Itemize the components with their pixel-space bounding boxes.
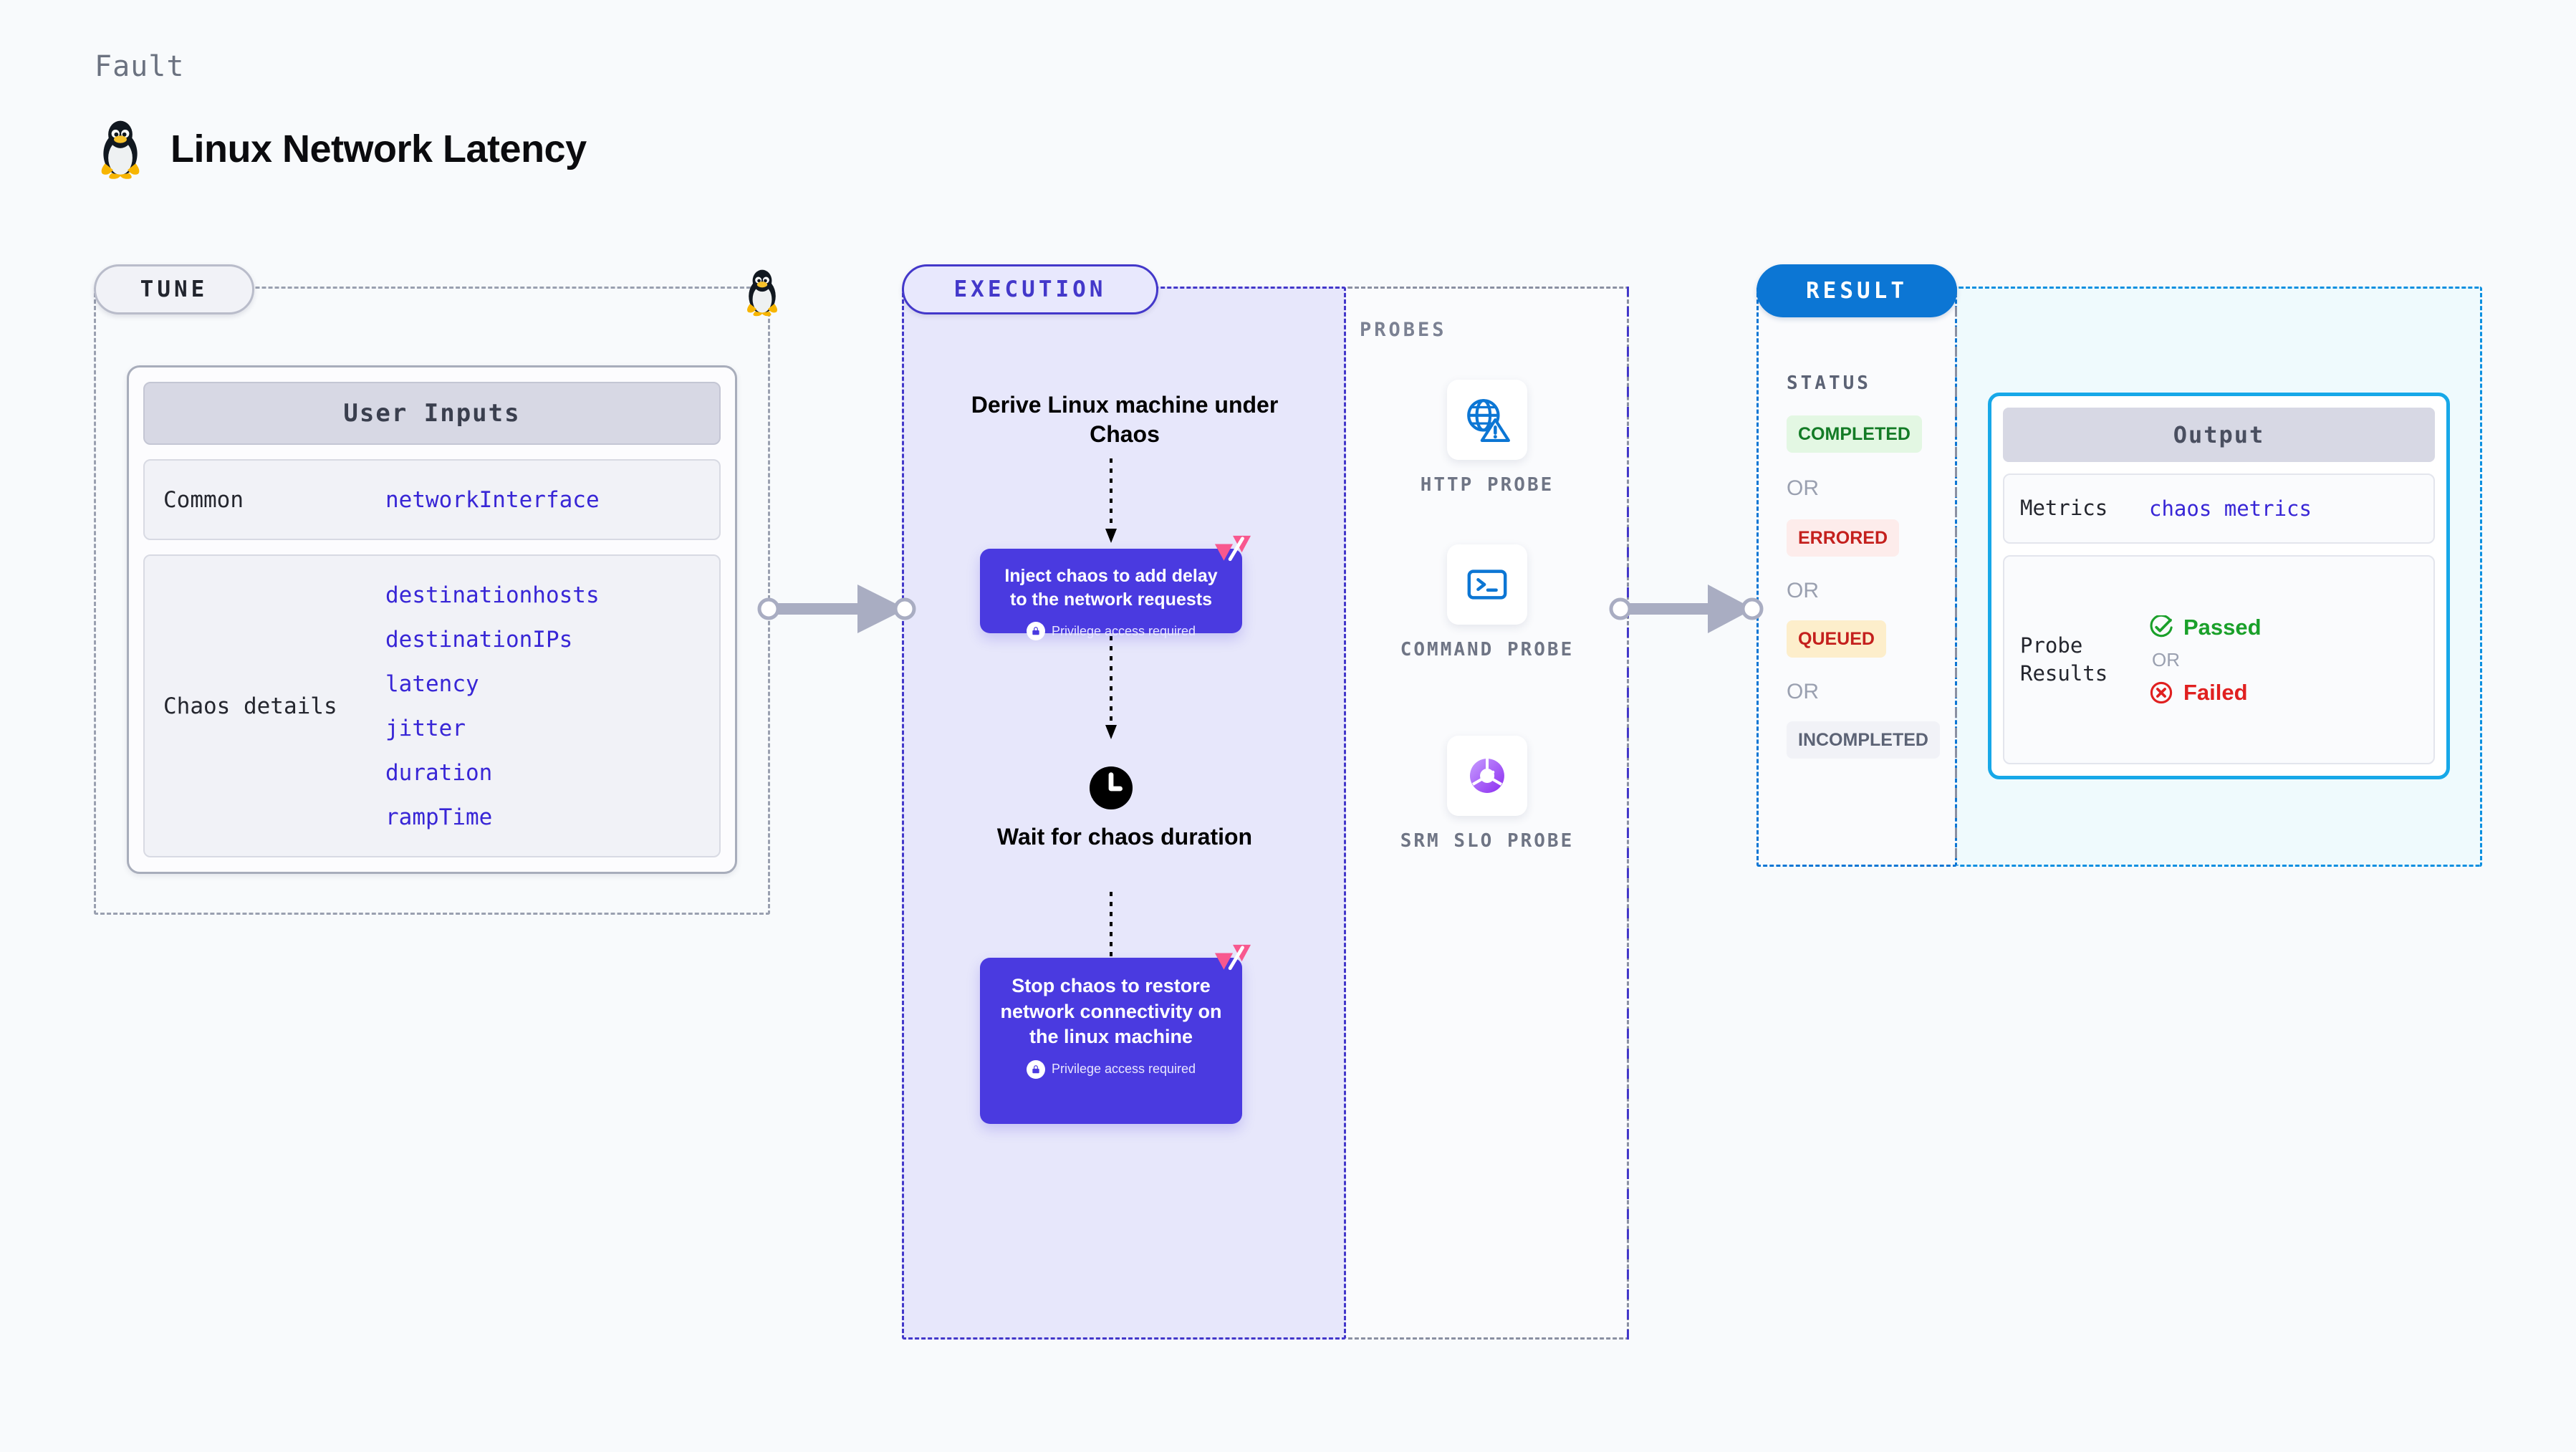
page-title: Linux Network Latency <box>170 128 587 170</box>
probes-section-label: PROBES <box>1360 319 1447 341</box>
execution-step-stop-box[interactable]: Stop chaos to restore network connectivi… <box>980 944 1251 1124</box>
output-card-title: Output <box>2003 408 2435 462</box>
connector-tune-to-execution <box>756 566 921 652</box>
output-metrics-key: Metrics <box>2020 496 2108 521</box>
probe-result-passed: Passed <box>2149 615 2262 640</box>
status-badge-completed: COMPLETED <box>1787 415 1922 453</box>
clock-icon <box>1089 766 1133 810</box>
status-badge-queued: QUEUED <box>1787 620 1886 658</box>
step-inject-note-label: Privilege access required <box>1051 623 1196 638</box>
output-row-metrics: Metrics chaos metrics <box>2003 473 2435 544</box>
execution-section-chip[interactable]: EXECUTION <box>902 264 1158 314</box>
tune-row-key: Chaos details <box>163 693 337 719</box>
execution-step-inject-box[interactable]: Inject chaos to add delay to the network… <box>980 535 1251 640</box>
tune-row-values: destinationhosts destinationIPs latency … <box>385 582 600 830</box>
globe-warning-icon <box>1467 399 1510 442</box>
status-label: STATUS <box>1787 372 1871 394</box>
probe-result-passed-label: Passed <box>2183 614 2262 640</box>
terminal-icon <box>1467 569 1507 600</box>
tune-row-chaos-details: Chaos details destinationhosts destinati… <box>143 554 721 857</box>
step-inject-title: Inject chaos to add delay to the network… <box>1004 566 1218 610</box>
output-probe-results-key: Probe Results <box>2020 633 2108 686</box>
probe-tile <box>1447 380 1527 460</box>
check-circle-icon <box>2150 615 2173 637</box>
tune-value[interactable]: destinationIPs <box>385 626 573 653</box>
tune-row-values: networkInterface <box>385 487 600 513</box>
output-metrics-value[interactable]: chaos metrics <box>2149 496 2312 521</box>
tune-value[interactable]: destinationhosts <box>385 582 600 608</box>
tune-value[interactable]: latency <box>385 670 479 697</box>
probe-result-or: OR <box>2152 648 2180 670</box>
probe-item-http[interactable]: HTTP PROBE <box>1394 380 1580 498</box>
output-card: Output Metrics chaos metrics Probe Resul… <box>1988 393 2450 779</box>
probe-item-command[interactable]: COMMAND PROBE <box>1394 544 1580 663</box>
status-badge-incompleted: INCOMPLETED <box>1787 721 1940 759</box>
probe-result-failed: Failed <box>2149 680 2262 706</box>
probe-tile <box>1447 736 1527 816</box>
probe-tile <box>1447 544 1527 625</box>
tux-penguin-icon <box>747 269 777 317</box>
connector-probes-to-result <box>1606 566 1771 652</box>
probe-label: COMMAND PROBE <box>1400 639 1575 660</box>
result-section-chip[interactable]: RESULT <box>1756 264 1957 317</box>
tune-value[interactable]: jitter <box>385 715 466 741</box>
step-stop-note: Privilege access required <box>994 1059 1228 1079</box>
lock-icon <box>1026 1059 1045 1079</box>
probe-label: HTTP PROBE <box>1420 474 1554 496</box>
tux-penguin-icon <box>101 120 140 179</box>
step-inject-note: Privilege access required <box>994 622 1228 640</box>
status-badge-errored: ERRORED <box>1787 519 1900 557</box>
tune-value[interactable]: duration <box>385 759 493 786</box>
execution-region <box>902 287 1346 1340</box>
tune-section-chip[interactable]: TUNE <box>94 264 254 314</box>
status-or-2: OR <box>1787 579 1819 602</box>
result-region <box>1756 287 1957 867</box>
x-circle-icon <box>2150 681 2173 703</box>
step-stop-note-label: Privilege access required <box>1051 1062 1196 1077</box>
flow-arrow-down <box>1102 636 1120 742</box>
tune-value[interactable]: networkInterface <box>385 486 600 513</box>
lock-icon <box>1026 622 1045 640</box>
chaos-logo-icon <box>1214 535 1251 562</box>
tune-user-inputs-card: User Inputs Common networkInterface Chao… <box>127 365 737 874</box>
tune-value[interactable]: rampTime <box>385 804 493 830</box>
tune-card-title: User Inputs <box>143 382 721 445</box>
probe-result-failed-label: Failed <box>2183 679 2248 705</box>
chaos-logo-icon <box>1214 944 1251 971</box>
execution-step-derive-label: Derive Linux machine under Chaos <box>971 392 1279 447</box>
output-probe-results-values: Passed OR Failed <box>2149 615 2262 706</box>
output-row-probe-results: Probe Results Passed OR Failed <box>2003 555 2435 764</box>
tune-row-common: Common networkInterface <box>143 459 721 540</box>
slo-donut-check-icon <box>1469 759 1504 793</box>
probe-label: SRM SLO PROBE <box>1400 830 1575 852</box>
page-title-row: Linux Network Latency <box>95 118 587 180</box>
step-stop-title: Stop chaos to restore network connectivi… <box>1000 975 1222 1048</box>
status-or-3: OR <box>1787 680 1819 703</box>
probe-item-srm-slo[interactable]: SRM SLO PROBE <box>1394 736 1580 854</box>
status-or-1: OR <box>1787 476 1819 500</box>
flow-arrow-down <box>1102 458 1120 546</box>
fault-kicker: Fault <box>95 50 185 83</box>
execution-step-wait-label: Wait for chaos duration <box>996 824 1253 850</box>
tune-row-key: Common <box>163 486 244 513</box>
